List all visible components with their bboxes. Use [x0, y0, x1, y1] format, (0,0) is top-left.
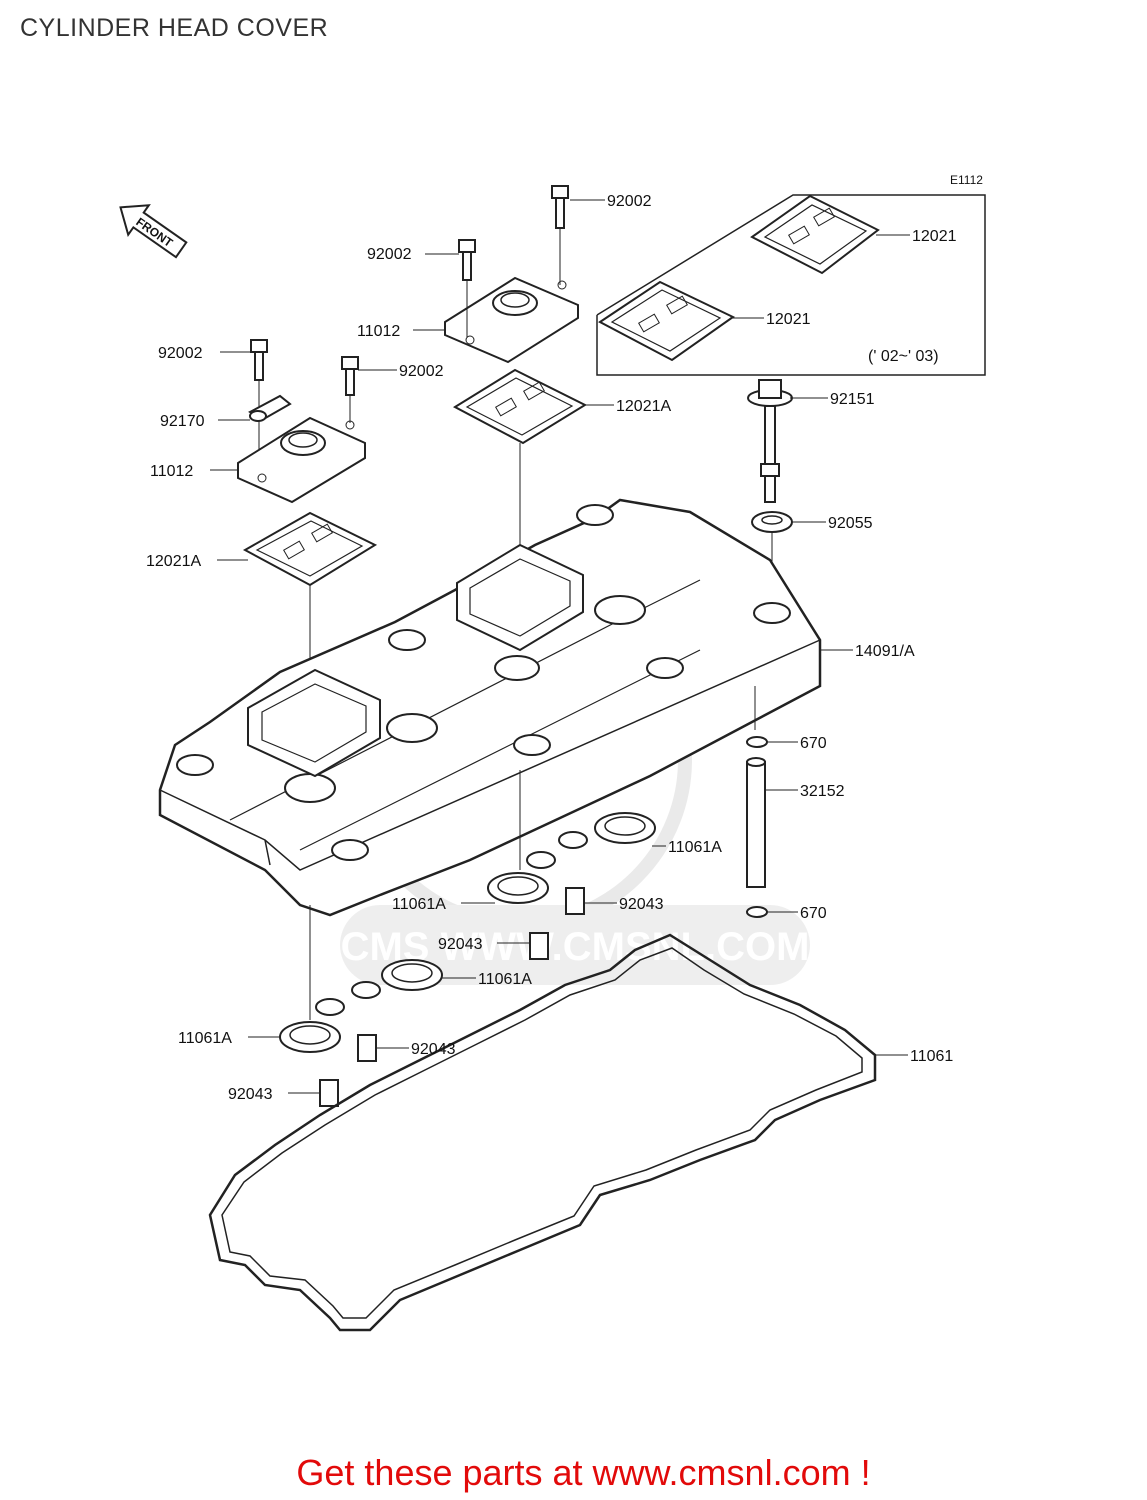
callout-label: 92043	[438, 936, 483, 953]
callout-label: 92043	[619, 896, 664, 913]
gasket-12021-lower	[598, 280, 735, 362]
diagram-code: E1112	[950, 173, 983, 187]
callout-label: 92002	[158, 345, 203, 362]
callout-label: 92002	[367, 246, 412, 263]
footer-text: Get these parts at www.cmsnl.com !	[296, 1452, 871, 1493]
front-arrow-icon: FRONT	[119, 204, 188, 259]
gasket-12021A-upper	[452, 368, 588, 560]
callout-label: 92043	[228, 1086, 273, 1103]
callout-label: 32152	[800, 783, 845, 800]
callout-label: 11012	[150, 463, 193, 480]
inset-note: (' 02~' 03)	[868, 348, 939, 365]
seal-group-left	[279, 959, 443, 1107]
cap-11012-upper	[444, 276, 579, 364]
callout-label: 11061A	[178, 1030, 232, 1047]
bolt-92002-a	[551, 185, 569, 285]
pipe-32152	[746, 757, 766, 888]
bolt-92002-b	[458, 239, 476, 338]
callout-label: 11012	[357, 323, 400, 340]
cylinder-head-cover-14091	[158, 498, 822, 917]
callout-label: 92002	[399, 363, 444, 380]
inset-box	[596, 194, 986, 376]
footer-promo-link[interactable]: Get these parts at www.cmsnl.com !	[0, 1452, 1147, 1494]
callout-label: 92043	[411, 1041, 456, 1058]
bolt-92151	[747, 379, 793, 503]
gasket-12021-upper	[750, 194, 880, 275]
cap-11012-lower	[237, 416, 366, 504]
callout-label: 12021	[766, 311, 811, 328]
callout-label: 92170	[160, 413, 205, 430]
callout-labels: 92002 12021 92002 11012 12021 92002 9200…	[146, 193, 957, 1103]
bolt-92002-c	[250, 339, 268, 470]
callout-label: 11061A	[392, 896, 446, 913]
page-title: CYLINDER HEAD COVER	[20, 14, 329, 42]
callout-label: 12021	[912, 228, 957, 245]
callout-label: 92002	[607, 193, 652, 210]
callout-label: 14091/A	[855, 643, 915, 660]
callout-label: 11061A	[668, 839, 722, 856]
o-ring-670-lower	[746, 906, 768, 918]
callout-label: 11061A	[478, 971, 532, 988]
seal-group-right	[487, 812, 656, 960]
bolt-92002-d	[341, 356, 359, 423]
cover-boss-holes	[176, 504, 791, 861]
clamp-92170	[248, 394, 292, 422]
callout-label: 11061	[910, 1048, 953, 1065]
gasket-12021A-lower	[242, 511, 378, 700]
callout-label: 12021A	[616, 398, 671, 415]
callout-label: 670	[800, 905, 827, 922]
gasket-11061	[208, 933, 877, 1332]
callout-label: 92055	[828, 515, 873, 532]
callout-label: 92151	[830, 391, 875, 408]
parts-diagram: CMS WWW.CMSNL.COM E1112 FRONT (' 02~' 03…	[119, 173, 986, 1332]
callout-label: 12021A	[146, 553, 201, 570]
callout-label: 670	[800, 735, 827, 752]
leader-lines	[210, 199, 910, 1094]
o-ring-670-upper	[746, 736, 768, 748]
